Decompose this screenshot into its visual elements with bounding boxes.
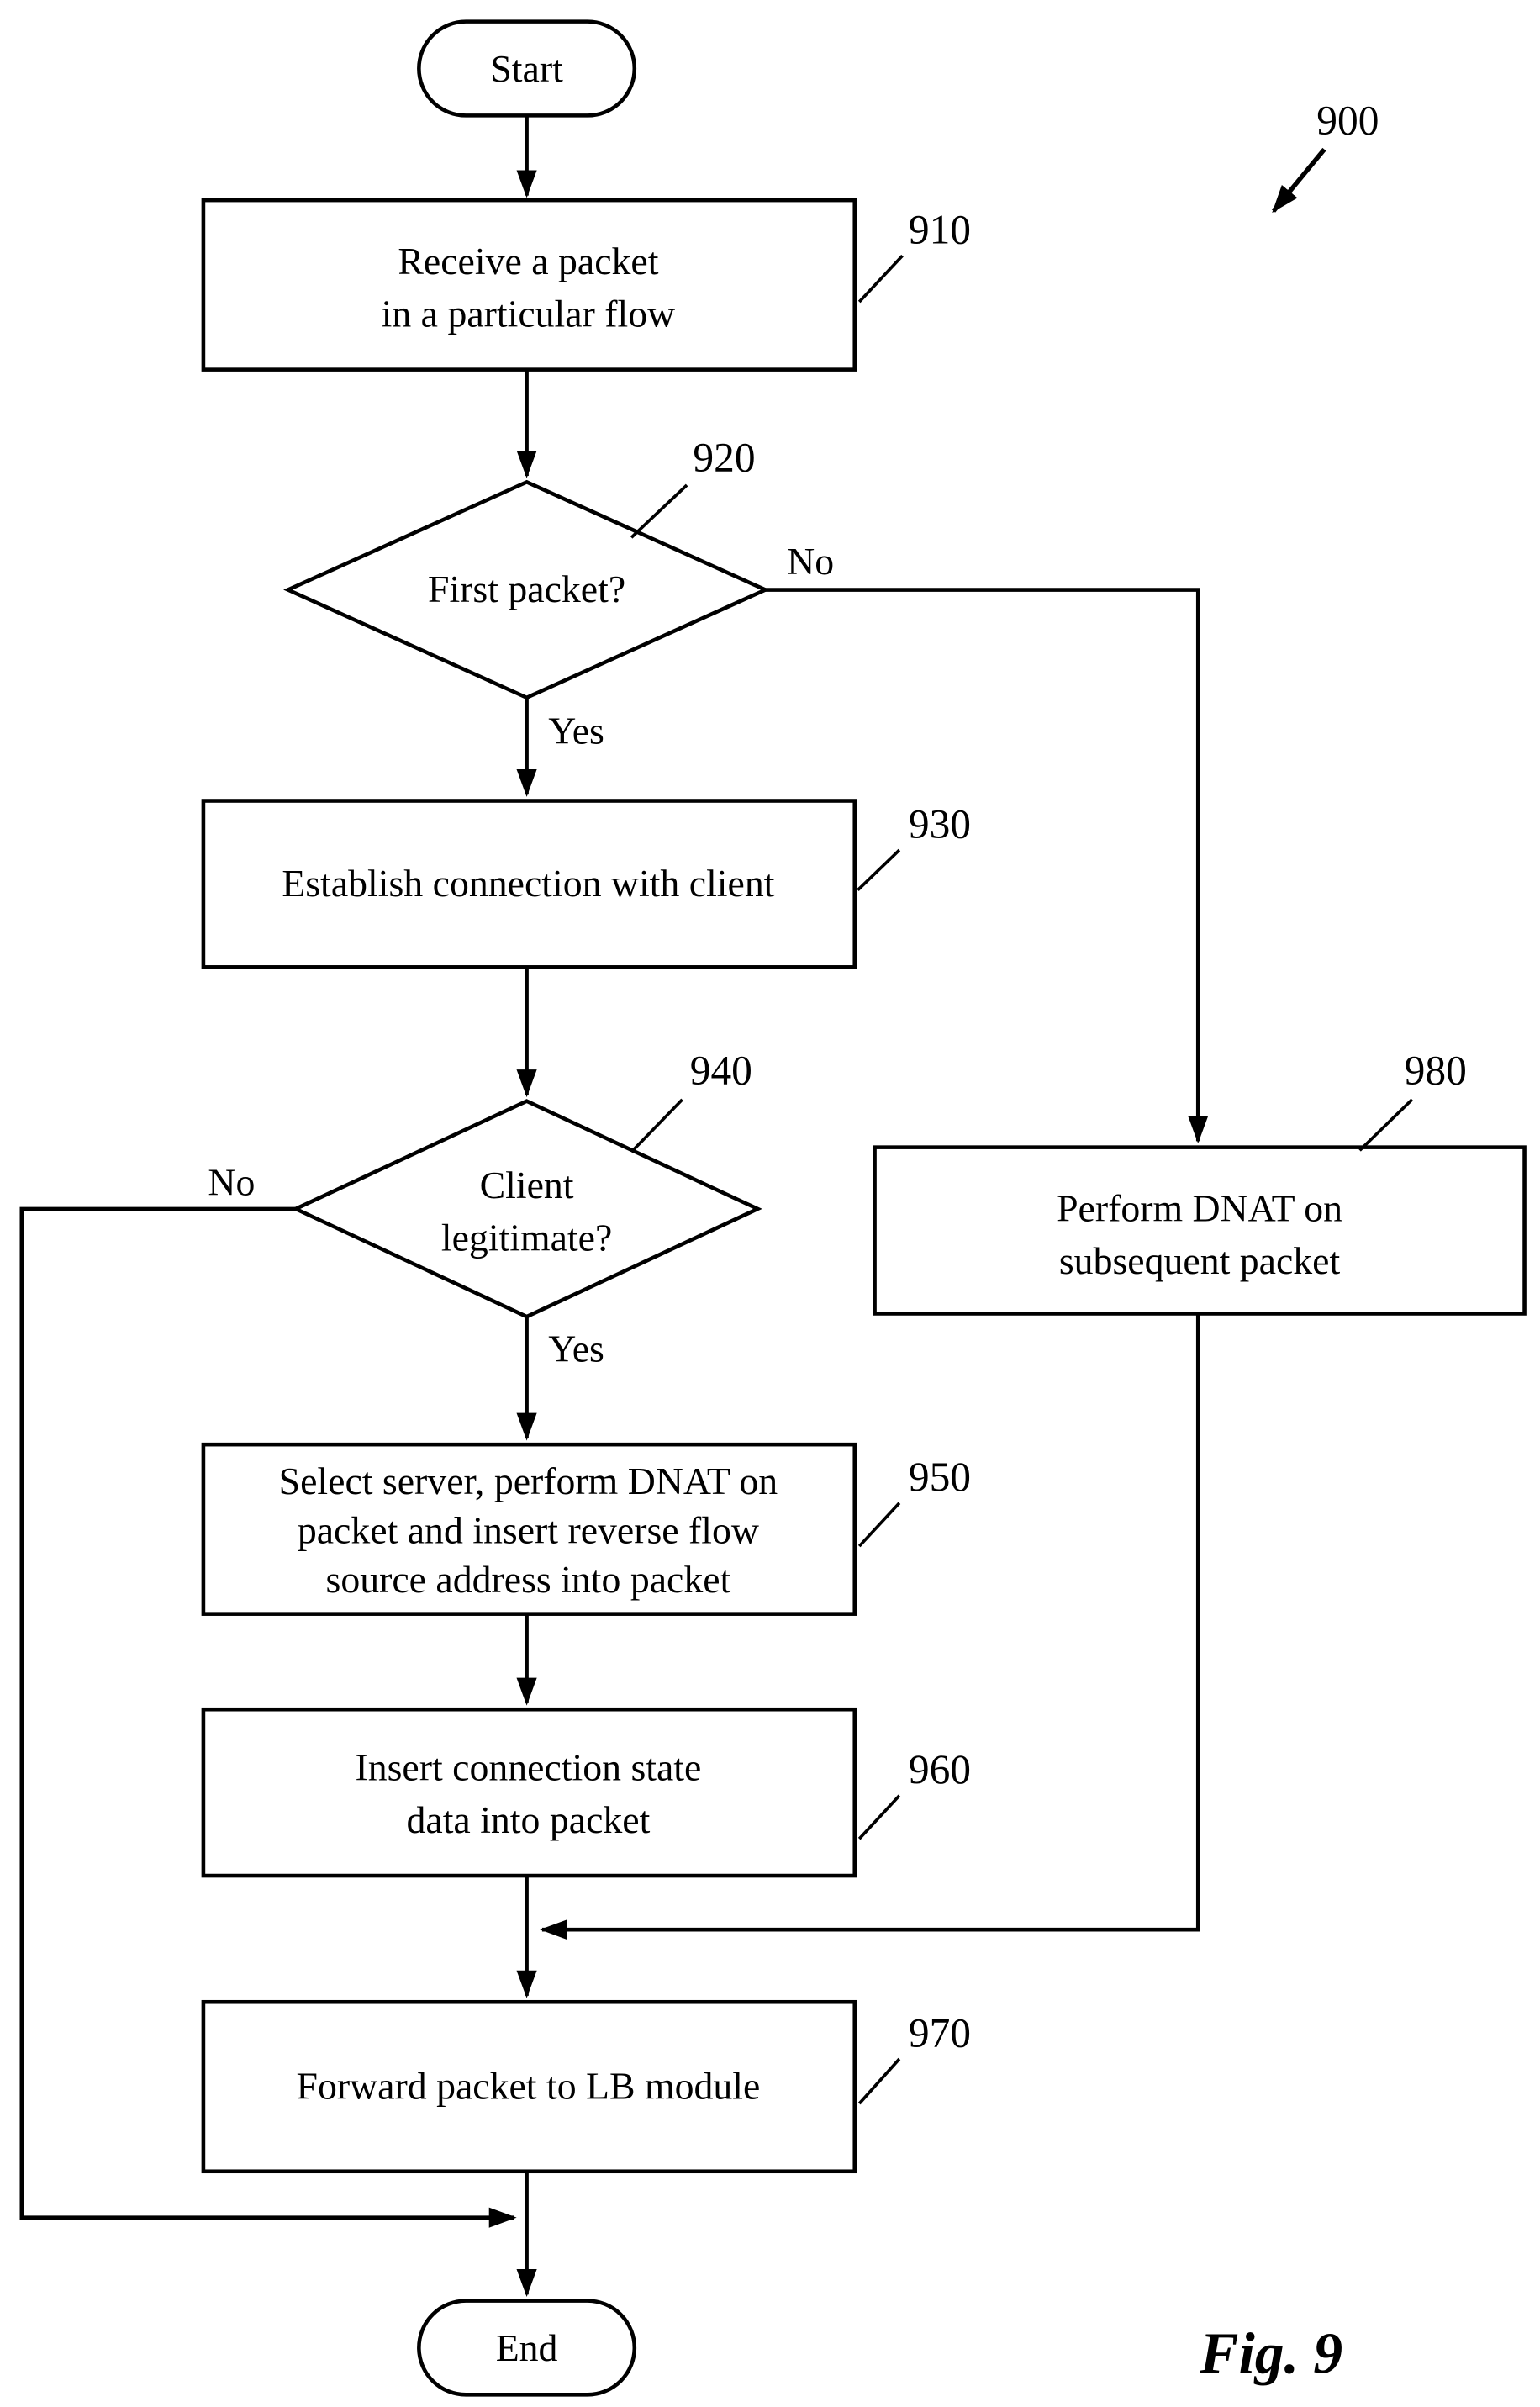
start-terminator — [417, 19, 637, 118]
ref-label-960: 960 — [909, 1746, 971, 1792]
process-forward-packet — [201, 1999, 857, 2174]
figure-caption: Fig. 9 — [1199, 2322, 1342, 2387]
ref-label-940: 940 — [690, 1048, 752, 1094]
end-terminator — [417, 2299, 637, 2397]
process-establish-connection — [201, 799, 857, 969]
figure-number-arrow — [1271, 147, 1326, 214]
ref-leader-950 — [857, 1502, 901, 1548]
first-packet-line1: First packet? — [428, 567, 625, 610]
select-server-line2: packet and insert reverse flow — [298, 1508, 759, 1551]
ref-label-970: 970 — [909, 2009, 971, 2056]
edge-first-packet-no-to-dnat — [765, 588, 1209, 1144]
ref-leader-940 — [630, 1098, 683, 1153]
decision-client-legitimate — [291, 1099, 762, 1319]
perform-dnat-line2: subsequent packet — [1059, 1239, 1341, 1282]
insert-state-line2: data into packet — [407, 1798, 651, 1841]
start-label: Start — [490, 47, 563, 90]
ref-leader-980 — [1358, 1098, 1414, 1152]
process-insert-state — [201, 1707, 857, 1878]
end-label: End — [496, 2326, 558, 2369]
client-legitimate-line2: legitimate? — [441, 1216, 612, 1259]
branch-label-legitimate-yes: Yes — [548, 1327, 604, 1370]
insert-state-line1: Insert connection state — [355, 1745, 701, 1788]
ref-label-920: 920 — [693, 435, 755, 481]
perform-dnat-line1: Perform DNAT on — [1057, 1187, 1342, 1230]
process-select-server — [201, 1442, 857, 1616]
decision-first-packet — [283, 479, 771, 700]
ref-label-910: 910 — [909, 206, 971, 252]
client-legitimate-line1: Client — [480, 1164, 574, 1206]
edge-dnat-to-forward-line — [540, 1313, 1200, 1940]
process-receive-packet — [201, 198, 857, 372]
ref-leader-930 — [857, 848, 901, 892]
receive-packet-line1: Receive a packet — [398, 240, 658, 282]
forward-packet-line1: Forward packet to LB module — [297, 2065, 761, 2108]
ref-leader-910 — [857, 254, 904, 304]
ref-label-980: 980 — [1405, 1048, 1467, 1094]
establish-connection-line1: Establish connection with client — [282, 862, 774, 905]
figure-number-label: 900 — [1316, 97, 1379, 143]
edge-legitimate-no-to-end-line — [19, 1206, 517, 2228]
ref-leader-970 — [857, 2057, 901, 2105]
ref-label-930: 930 — [909, 800, 971, 847]
branch-label-legitimate-no: No — [208, 1160, 255, 1203]
ref-label-950: 950 — [909, 1454, 971, 1500]
branch-label-first-packet-yes: Yes — [548, 710, 604, 752]
ref-leader-920 — [630, 483, 688, 539]
branch-label-first-packet-no: No — [787, 540, 834, 583]
select-server-line3: source address into packet — [326, 1558, 731, 1601]
process-perform-dnat — [873, 1145, 1527, 1316]
ref-leader-960 — [857, 1794, 901, 1840]
select-server-line1: Select server, perform DNAT on — [279, 1460, 778, 1502]
receive-packet-line2: in a particular flow — [382, 292, 676, 335]
